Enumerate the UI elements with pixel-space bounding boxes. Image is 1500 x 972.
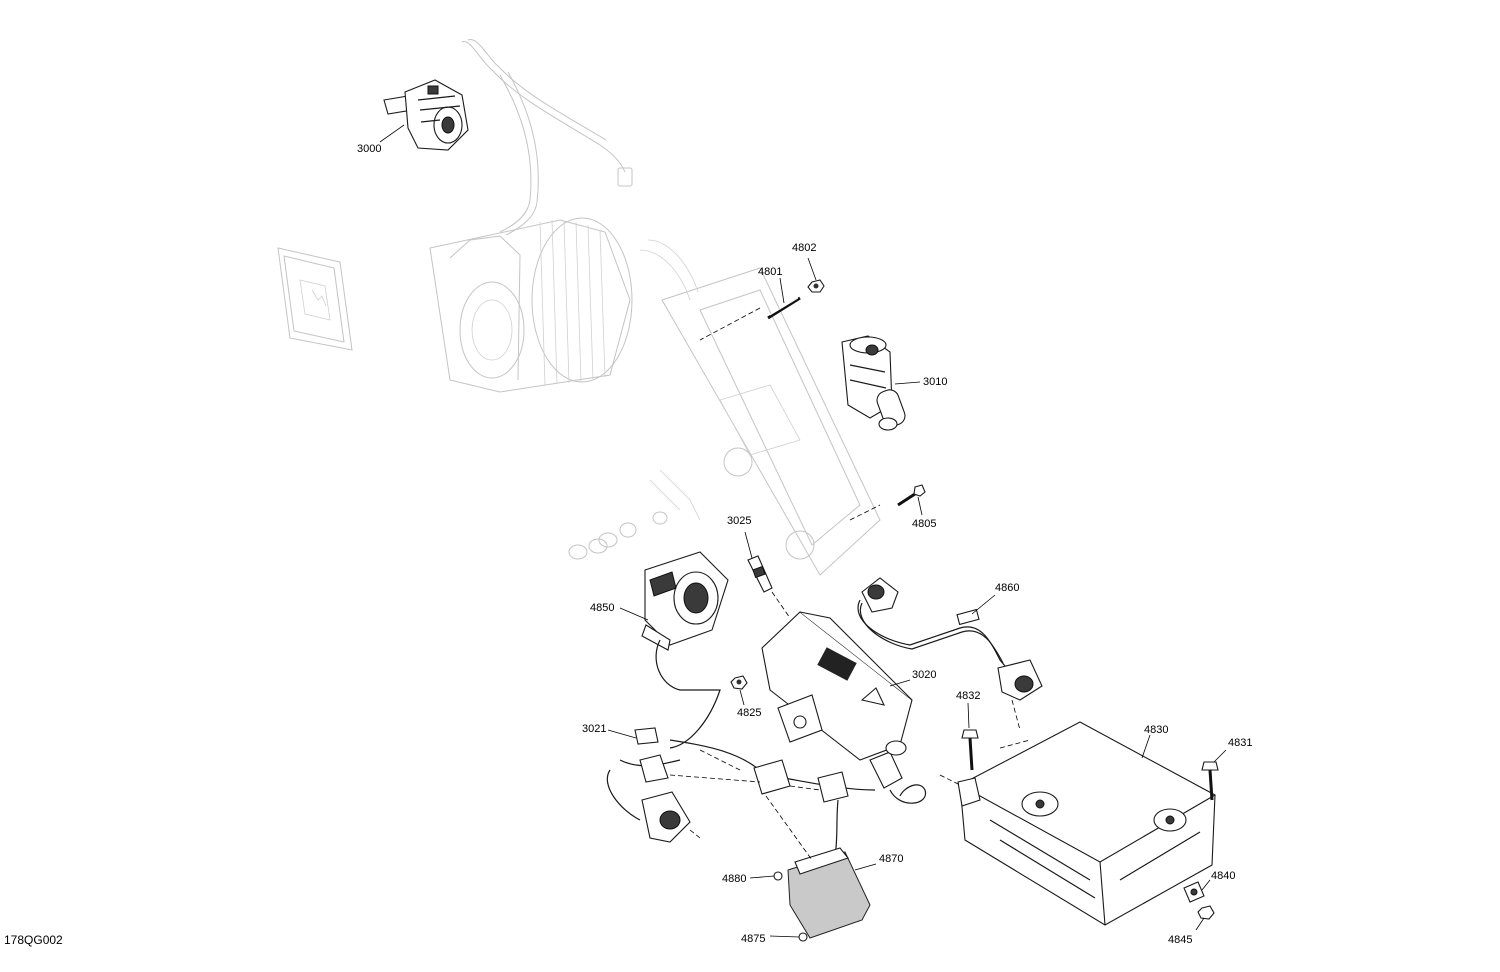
charge-inlet-4850 (641, 551, 729, 651)
charger-4830 (957, 721, 1216, 926)
callout-4875: 4875 (741, 933, 766, 945)
harness-4860 (857, 577, 1043, 701)
callout-3010: 3010 (923, 376, 948, 388)
callout-4845: 4845 (1168, 934, 1193, 946)
callout-4832: 4832 (956, 690, 981, 702)
fitting-4840 (1183, 881, 1205, 903)
callout-4830: 4830 (1144, 724, 1169, 736)
callout-3021: 3021 (582, 723, 607, 735)
figure-code: 178QG002 (4, 933, 63, 947)
ghost-motor (429, 217, 633, 393)
callout-4870: 4870 (879, 853, 904, 865)
screw-4880 (773, 871, 783, 881)
callout-4880: 4880 (722, 873, 747, 885)
bolt-4805 (897, 484, 926, 507)
ghost-rings (568, 511, 668, 560)
nut-4802 (807, 279, 825, 293)
callout-4860: 4860 (995, 582, 1020, 594)
bolt-4825 (730, 675, 748, 690)
screw-4845 (1197, 905, 1215, 920)
leader-lines (379, 124, 1227, 938)
callout-4805: 4805 (912, 518, 937, 530)
screw-4875 (798, 932, 808, 942)
callout-4831: 4831 (1228, 737, 1253, 749)
bolt-4831 (1201, 761, 1219, 801)
heater-3020 (761, 611, 927, 804)
callout-3020: 3020 (912, 669, 937, 681)
module-4870 (787, 847, 871, 939)
callout-4840: 4840 (1211, 870, 1236, 882)
ghost-controller-frame (277, 247, 353, 351)
assembly-lines (669, 307, 1031, 861)
valve-3010 (841, 335, 906, 431)
callout-4850: 4850 (590, 602, 615, 614)
ghost-cable-loop (461, 39, 633, 236)
callout-3025: 3025 (727, 515, 752, 527)
callout-3000: 3000 (357, 143, 382, 155)
callout-4825: 4825 (737, 707, 762, 719)
ghost-inverter (639, 239, 881, 576)
callout-4802: 4802 (792, 242, 817, 254)
sensor-3025 (747, 555, 791, 619)
coolant-pump-3000 (383, 79, 469, 151)
bolt-4832 (961, 729, 979, 771)
callout-4801: 4801 (758, 266, 783, 278)
stud-4801 (767, 296, 801, 320)
